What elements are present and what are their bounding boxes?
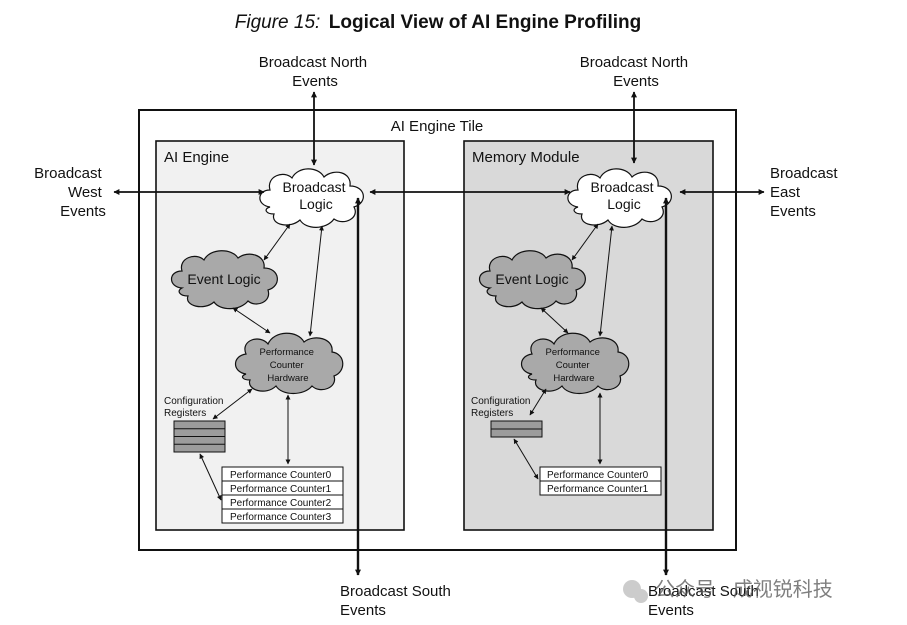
ai-engine-event-logic-label: Event Logic [187,271,260,287]
memory-module-counter-1: Performance Counter1 [547,484,649,495]
memory-module-event-perf-arrow [540,307,569,334]
south-right-label: Broadcast South Events [648,583,763,619]
memory-module-config-registers-label: Configuration Registers [471,396,533,419]
memory-module-perf-config-arrow [529,388,547,416]
ai-engine-config-registers [173,420,226,453]
memory-module-label: Memory Module [472,149,580,166]
ai-engine-counter-1: Performance Counter1 [230,484,332,495]
north-left-label: Broadcast North Events [259,54,372,90]
memory-module-config-counters-arrow [513,438,539,480]
memory-module-event-logic-cloud [478,250,586,310]
ai-engine-counter-3: Performance Counter3 [230,512,332,523]
memory-module-counter-table: Performance Counter0 Performance Counter… [539,466,662,496]
ai-engine-config-counters-arrow [199,453,222,501]
ai-engine-perf-config-arrow [212,388,253,420]
memory-module-broadcast-logic-label: Broadcast Logic [591,179,658,212]
tile-label: AI Engine Tile [391,118,484,135]
figure-label: Figure 15: [235,12,321,33]
north-right-label: Broadcast North Events [580,54,693,90]
memory-module-event-broadcast-arrow [571,223,599,261]
memory-module-counter-0: Performance Counter0 [547,470,649,481]
figure-caption: Figure 15: Logical View of AI Engine Pro… [235,12,641,33]
ai-engine-event-perf-arrow [232,307,271,334]
memory-module-perf-hw-label: Performance Counter Hardware [545,347,602,384]
memory-module-broadcast-perf-arrow [598,225,614,337]
ai-engine-counter-table: Performance Counter0 Performance Counter… [221,466,344,524]
ai-engine-config-registers-label: Configuration Registers [164,396,226,419]
ai-engine-broadcast-logic-label: Broadcast Logic [283,179,350,212]
ai-engine-event-broadcast-arrow [263,223,291,261]
ai-engine-label: AI Engine [164,149,229,166]
watermark-text: 公众号 · 成视锐科技 [655,578,833,601]
ai-engine-counter-2: Performance Counter2 [230,498,332,509]
memory-module-config-registers [490,420,543,438]
memory-module-event-logic-label: Event Logic [495,271,568,287]
watermark: 公众号 · 成视锐科技 [623,578,833,603]
south-left-label: Broadcast South Events [340,583,455,619]
figure-title: Logical View of AI Engine Profiling [329,12,641,33]
ai-engine-perf-hw-label: Performance Counter Hardware [259,347,316,384]
ai-engine-broadcast-perf-arrow [308,225,324,337]
west-label: Broadcast West Events [34,165,106,220]
ai-engine-counter-0: Performance Counter0 [230,470,332,481]
ai-engine-perf-hw-cloud [234,332,344,395]
east-label: Broadcast East Events [770,165,842,220]
ai-engine-event-logic-cloud [170,250,278,310]
